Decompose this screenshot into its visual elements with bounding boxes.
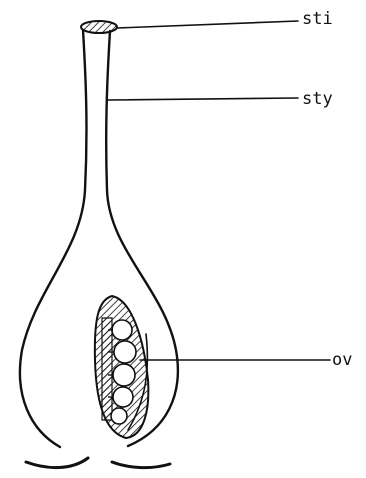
ovule bbox=[114, 341, 136, 363]
style-leader-line bbox=[108, 98, 298, 100]
label-stigma: sti bbox=[302, 9, 333, 29]
placenta bbox=[102, 318, 112, 420]
stigma-leader-line bbox=[117, 21, 298, 28]
stigma bbox=[81, 21, 117, 33]
ovule bbox=[111, 408, 127, 424]
ovule bbox=[113, 387, 133, 407]
receptacle-left bbox=[26, 458, 88, 468]
label-style: sty bbox=[302, 89, 333, 109]
ovule bbox=[112, 320, 132, 340]
label-ovary: ov bbox=[332, 350, 352, 370]
pistil-outline-left bbox=[20, 30, 87, 447]
receptacle-right bbox=[112, 462, 170, 468]
ovule bbox=[113, 364, 135, 386]
